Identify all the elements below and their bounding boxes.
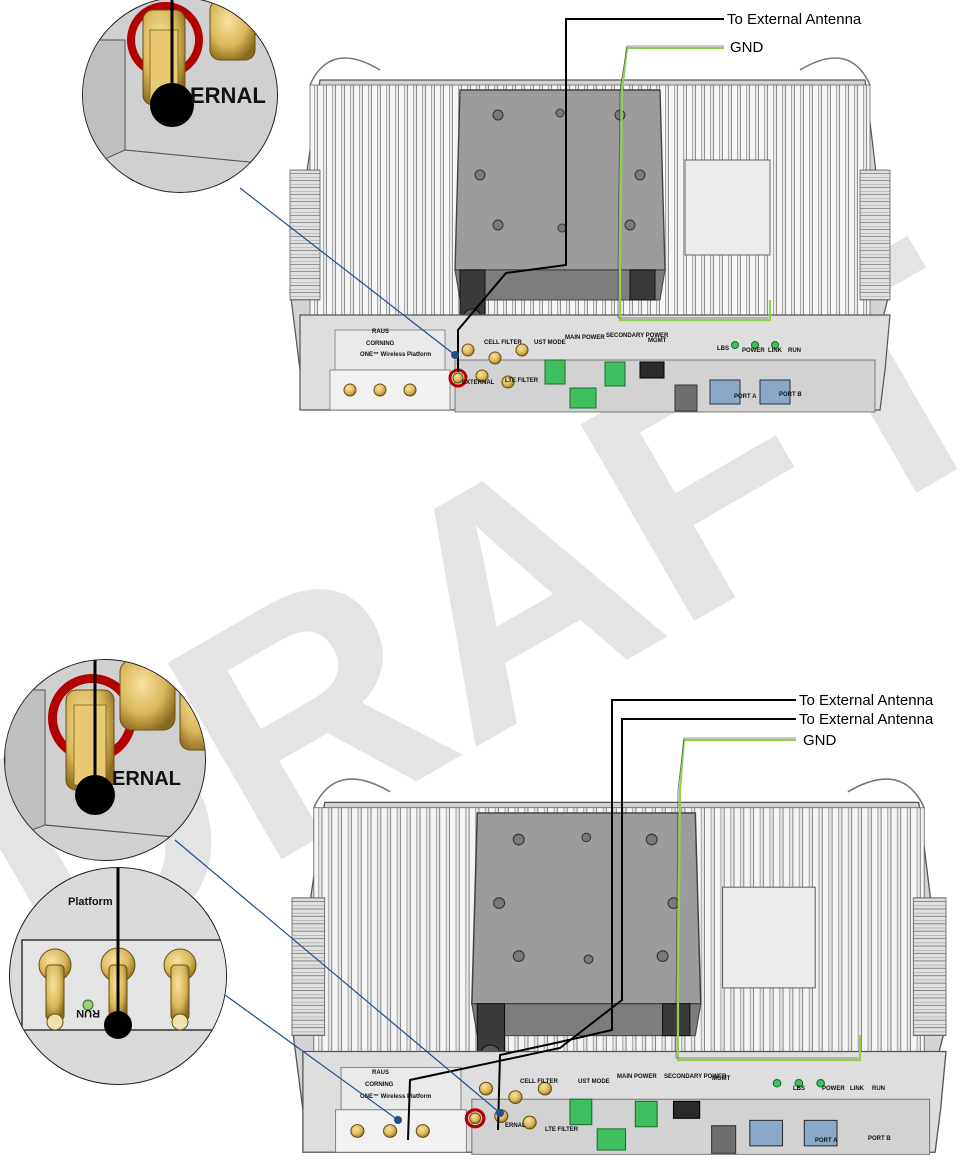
top-label-brand: CORNING bbox=[366, 341, 395, 347]
top-label-secondary-power: SECONDARY POWER bbox=[606, 333, 669, 339]
bottom-label-mgmt: MGMT bbox=[712, 1076, 731, 1082]
bottom-zoom-external-label: ERNAL bbox=[112, 768, 181, 790]
bottom-label-secondary-power: SECONDARY POWER bbox=[664, 1074, 727, 1080]
bottom-zoom-target-dot-platform bbox=[394, 1116, 402, 1124]
bottom-gnd-callout: GND bbox=[803, 732, 837, 749]
bottom-zoom-target-dot-external bbox=[496, 1109, 504, 1117]
bottom-label-brand: CORNING bbox=[365, 1082, 394, 1088]
top-label-power-led: POWER bbox=[742, 348, 765, 354]
top-label-ust-mode: UST MODE bbox=[534, 340, 566, 346]
bottom-antenna-cable-1 bbox=[497, 699, 796, 1131]
bottom-label-raus: RAUS bbox=[372, 1070, 389, 1076]
bottom-label-main-power: MAIN POWER bbox=[617, 1074, 657, 1080]
bottom-label-platform: ONE™ Wireless Platform bbox=[360, 1093, 431, 1100]
top-label-port-b: PORT B bbox=[779, 392, 802, 398]
bottom-label-power-led: POWER bbox=[822, 1086, 845, 1092]
top-label-lbs: LBS bbox=[717, 346, 729, 352]
top-zoom-target-dot bbox=[451, 351, 459, 359]
bottom-diagram: RAUS CORNING ONE™ Wireless Platform CELL… bbox=[4, 659, 948, 1156]
bottom-zoom-leader-platform bbox=[224, 994, 399, 1121]
top-zoom-label: ERNAL bbox=[190, 83, 266, 108]
top-gnd-wire bbox=[618, 46, 772, 322]
bottom-label-external: ERNAL bbox=[505, 1123, 526, 1129]
top-label-port-a: PORT A bbox=[734, 394, 757, 400]
bottom-label-lbs: LBS bbox=[793, 1086, 805, 1092]
bottom-zoom-leader-external bbox=[174, 839, 501, 1114]
bottom-antenna-cable-2 bbox=[407, 718, 796, 1141]
top-label-link-led: LINK bbox=[768, 348, 783, 354]
top-diagram: RAUS CORNING ONE™ Wireless Platform CELL… bbox=[82, 0, 892, 414]
bottom-antenna-callout-1: To External Antenna bbox=[799, 692, 934, 709]
top-label-main-power: MAIN POWER bbox=[565, 335, 605, 341]
bottom-label-lte-filter: LTE FILTER bbox=[545, 1127, 579, 1133]
bottom-label-ust-mode: UST MODE bbox=[578, 1079, 610, 1085]
bottom-label-cell-filter: CELL FILTER bbox=[520, 1079, 558, 1085]
top-antenna-callout: To External Antenna bbox=[727, 11, 862, 28]
top-label-mgmt: MGMT bbox=[648, 338, 667, 344]
top-label-cell-filter: CELL FILTER bbox=[484, 340, 522, 346]
top-label-raus: RAUS bbox=[372, 329, 389, 335]
top-rau-unit bbox=[288, 56, 892, 414]
bottom-label-port-b: PORT B bbox=[868, 1136, 891, 1142]
bottom-zoom-bubble-platform: Platform RUN bbox=[9, 867, 227, 1085]
bottom-zoom-bubble-external: ERNAL bbox=[4, 659, 206, 861]
bottom-zoom-platform-label: Platform bbox=[68, 896, 113, 908]
bottom-label-port-a: PORT A bbox=[815, 1138, 838, 1144]
bottom-antenna-callout-2: To External Antenna bbox=[799, 711, 934, 728]
top-label-run-led: RUN bbox=[788, 348, 801, 354]
bottom-zoom-platform-run: RUN bbox=[76, 1007, 100, 1019]
top-label-platform: ONE™ Wireless Platform bbox=[360, 351, 431, 358]
bottom-label-link-led: LINK bbox=[850, 1086, 865, 1092]
top-label-lte-filter: LTE FILTER bbox=[505, 378, 539, 384]
top-label-external: EXTERNAL bbox=[462, 380, 495, 386]
top-zoom-bubble: ERNAL bbox=[82, 0, 278, 193]
top-antenna-cable bbox=[457, 18, 724, 372]
top-zoom-leader bbox=[239, 187, 456, 356]
bottom-label-run-led: RUN bbox=[872, 1086, 885, 1092]
top-gnd-callout: GND bbox=[730, 39, 764, 56]
